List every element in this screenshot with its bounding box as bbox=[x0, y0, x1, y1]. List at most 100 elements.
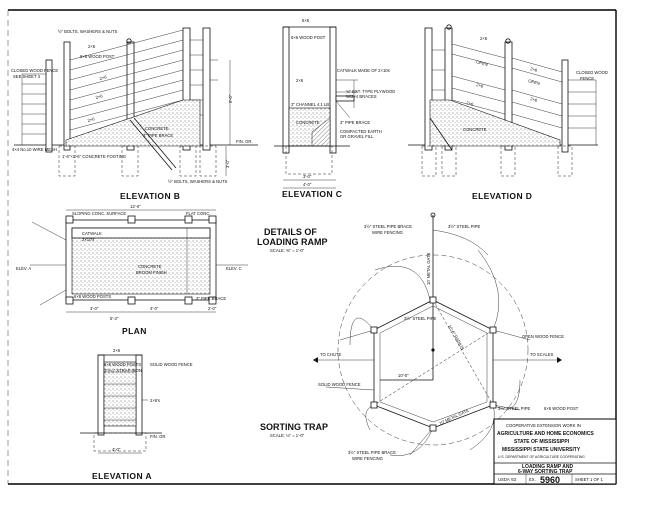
plan-dim-b: 4'-0" bbox=[150, 306, 159, 311]
trap-pipe-brace-2-note: 3½" STEEL PIPE BRACE bbox=[348, 450, 396, 455]
plan-posts-note: 6×6 WOOD POSTS bbox=[74, 294, 111, 299]
elev-d-fence-note: CLOSED WOOD bbox=[576, 70, 608, 75]
elev-a-rails-note: 2×6's bbox=[150, 398, 160, 403]
elev-a-strap-note: 3"×¼" STRAP IRON bbox=[104, 368, 142, 373]
title-block-line-2: AGRICULTURE AND HOME ECONOMICS bbox=[497, 431, 594, 437]
elevation-a-title: ELEVATION A bbox=[92, 471, 152, 481]
title-block-line-1: COOPERATIVE EXTENSION WORK IN bbox=[506, 423, 581, 428]
trap-open-fence-note: OPEN WOOD FENCE bbox=[522, 334, 564, 339]
elev-c-post-note: 6×6 WOOD POST bbox=[291, 35, 326, 40]
trap-dim-note: 10'-0" bbox=[398, 373, 409, 378]
elev-b-rail-note: 2×6 bbox=[88, 44, 96, 49]
elev-c-catwalk-note: CATWALK MADE OF 2×10s bbox=[337, 68, 390, 73]
elev-a-fence-note: SOLID WOOD FENCE bbox=[150, 362, 193, 367]
elev-c-concrete-note: CONCRETE bbox=[296, 120, 320, 125]
trap-to-scales-note: TO SCALES bbox=[530, 352, 554, 357]
sorting-trap-drawing bbox=[313, 212, 562, 456]
elev-b-footing-note: 1'-6"×1'-6" CONCRETE FOOTING bbox=[62, 154, 126, 159]
sheet-border bbox=[7, 9, 617, 485]
details-title-1: DETAILS OF bbox=[264, 227, 317, 237]
elev-c-fill-note: COMPACTED EARTH bbox=[340, 129, 382, 134]
trap-radius-note: 10'-6" RADIUS bbox=[447, 324, 465, 351]
elevation-d-title: ELEVATION D bbox=[472, 191, 532, 201]
trap-solid-fence-note: SOLID WOOD FENCE bbox=[318, 382, 361, 387]
trap-post-note: 6×6 WOOD POST bbox=[544, 406, 579, 411]
plan-brace-note: 3" PIPE BRACE bbox=[196, 296, 226, 301]
elev-d-r1: 2×6 bbox=[530, 66, 539, 73]
elev-b-fence-note: CLOSED WOOD FENCE bbox=[11, 68, 58, 73]
plan-dim-bl: 5'-3" bbox=[110, 316, 119, 321]
elev-b-grade-note: FIN. GR. bbox=[236, 139, 253, 144]
elev-c-dim-2: 4'-0" bbox=[303, 182, 312, 187]
elevation-a-labels: 2×6 6×6 WOOD POSTS 3"×¼" STRAP IRON SOLI… bbox=[92, 348, 193, 481]
elev-b-post-note: 6×6 WOOD POST bbox=[80, 54, 115, 59]
elev-a-post-note: 6×6 WOOD POSTS bbox=[104, 362, 141, 367]
elev-c-braces-note: W/2×4 BRACES bbox=[346, 94, 377, 99]
trap-to-chute-note: TO CHUTE bbox=[320, 352, 342, 357]
elev-b-mesh-note: 4×4 No.10 WIRE MESH bbox=[12, 147, 57, 152]
plan-flat-note: FLAT CONC. bbox=[186, 211, 211, 216]
elevation-c-title: ELEVATION C bbox=[282, 189, 342, 199]
elev-d-r3: 2×6 bbox=[530, 96, 539, 103]
trap-gate-diagonal: 10' METAL GATE bbox=[438, 408, 470, 426]
elev-d-open-1: OPEN bbox=[476, 59, 489, 67]
elev-d-r4: 2×6 bbox=[466, 100, 475, 107]
title-block-line-3: STATE OF MISSISSIPPI bbox=[514, 439, 570, 445]
title-block-date: USDA '63 bbox=[498, 477, 517, 482]
elevation-d-drawing bbox=[408, 24, 598, 177]
drawing-number: 5960 bbox=[540, 475, 560, 485]
plan-drawing bbox=[30, 209, 248, 313]
elev-b-dim-2: 3'-0" bbox=[225, 159, 230, 168]
trap-pipe-brace-note: 3½" STEEL PIPE BRACE bbox=[364, 224, 412, 229]
elev-c-pipe-note: 3" PIPE BRACE bbox=[340, 120, 370, 125]
elev-b-concrete-note: CONCRETE bbox=[145, 126, 169, 131]
trap-gate-vertical: 10' METAL GATE bbox=[426, 252, 431, 285]
elev-d-r2: 2×6 bbox=[476, 82, 485, 89]
plan-conc-note: CONCRETE bbox=[138, 264, 162, 269]
elev-c-top-note: 6×6 bbox=[302, 18, 310, 23]
elev-d-open-2: OPEN bbox=[528, 78, 541, 86]
plan-labels: 12'-0" SLOPING CONC. SURFACE FLAT CONC. … bbox=[16, 204, 242, 336]
elevation-c-drawing bbox=[274, 26, 358, 189]
plan-finish-note: BROOM FINISH bbox=[136, 270, 167, 275]
plan-dim-r: 2'-0" bbox=[208, 306, 217, 311]
elev-d-concrete-note: CONCRETE bbox=[463, 127, 487, 132]
elev-c-fill-note-2: OR GRAVEL FILL bbox=[340, 134, 374, 139]
elev-c-channel-note: 3" CHANNEL 4.1 LB. bbox=[291, 102, 330, 107]
plan-elev-a-marker: ELEV. A bbox=[16, 266, 31, 271]
elev-d-fence-note-2: FENCE bbox=[580, 76, 594, 81]
elevation-d-labels: 2×6 OPEN 2×6 OPEN 2×6 2×6 2×6 CLOSED WOO… bbox=[463, 36, 608, 201]
elev-b-bolts-bottom-note: ½" BOLTS, WASHERS & NUTS bbox=[168, 179, 228, 184]
plan-elev-c-marker: ELEV. C bbox=[226, 266, 242, 271]
drawing-title-2: 6-WAY SORTING TRAP bbox=[518, 469, 573, 475]
sorting-trap-labels: 3½" STEEL PIPE BRACE WIRE FENCING 3½" ST… bbox=[260, 224, 579, 461]
elev-b-dim-1: 5'-0" bbox=[228, 94, 233, 103]
sheet-number: SHEET 1 OF 1 bbox=[575, 477, 604, 482]
drawing-title-1: LOADING RAMP AND bbox=[522, 464, 574, 470]
plan-surface-note: SLOPING CONC. SURFACE bbox=[72, 211, 126, 216]
title-block: COOPERATIVE EXTENSION WORK IN AGRICULTUR… bbox=[493, 418, 617, 485]
trap-wire-note: WIRE FENCING bbox=[372, 230, 403, 235]
title-block-ex-label: EX. bbox=[529, 477, 536, 482]
trap-pipe-top-note: 3½" STEEL PIPE bbox=[448, 224, 480, 229]
elevation-b-drawing bbox=[14, 27, 258, 177]
elev-c-dim-1: 3'-0" bbox=[303, 174, 312, 179]
details-title-2: LOADING RAMP bbox=[257, 237, 328, 247]
trap-pipe-bot-note: 3½" STEEL PIPE bbox=[498, 406, 530, 411]
elev-b-rail-3: 2×6 bbox=[87, 116, 96, 123]
elevation-b-title: ELEVATION B bbox=[120, 191, 180, 201]
elevation-b-labels: ½" BOLTS, WASHERS & NUTS 2×6 6×6 WOOD PO… bbox=[11, 29, 253, 201]
elev-d-rail-note: 2×6 bbox=[480, 36, 488, 41]
elev-b-fence-ref: SEE SHEET 4 bbox=[13, 74, 41, 79]
elev-b-bolts-note: ½" BOLTS, WASHERS & NUTS bbox=[58, 29, 118, 34]
elev-a-top-note: 2×6 bbox=[113, 348, 121, 353]
elev-c-rail-note: 2×6 bbox=[296, 78, 304, 83]
elev-b-rail-1: 2×6 bbox=[99, 74, 108, 81]
plan-dim-l: 3'-0" bbox=[90, 306, 99, 311]
title-block-line-5: U.S. DEPARTMENT OF AGRICULTURE COOPERATI… bbox=[498, 455, 585, 459]
elev-a-dim: 4'-0" bbox=[112, 447, 121, 452]
title-block-line-4: MISSISSIPPI STATE UNIVERSITY bbox=[502, 447, 581, 453]
plan-dim-top: 12'-0" bbox=[130, 204, 141, 209]
details-title-block: DETAILS OF LOADING RAMP SCALE: ⅜" = 1'-0… bbox=[257, 227, 328, 253]
